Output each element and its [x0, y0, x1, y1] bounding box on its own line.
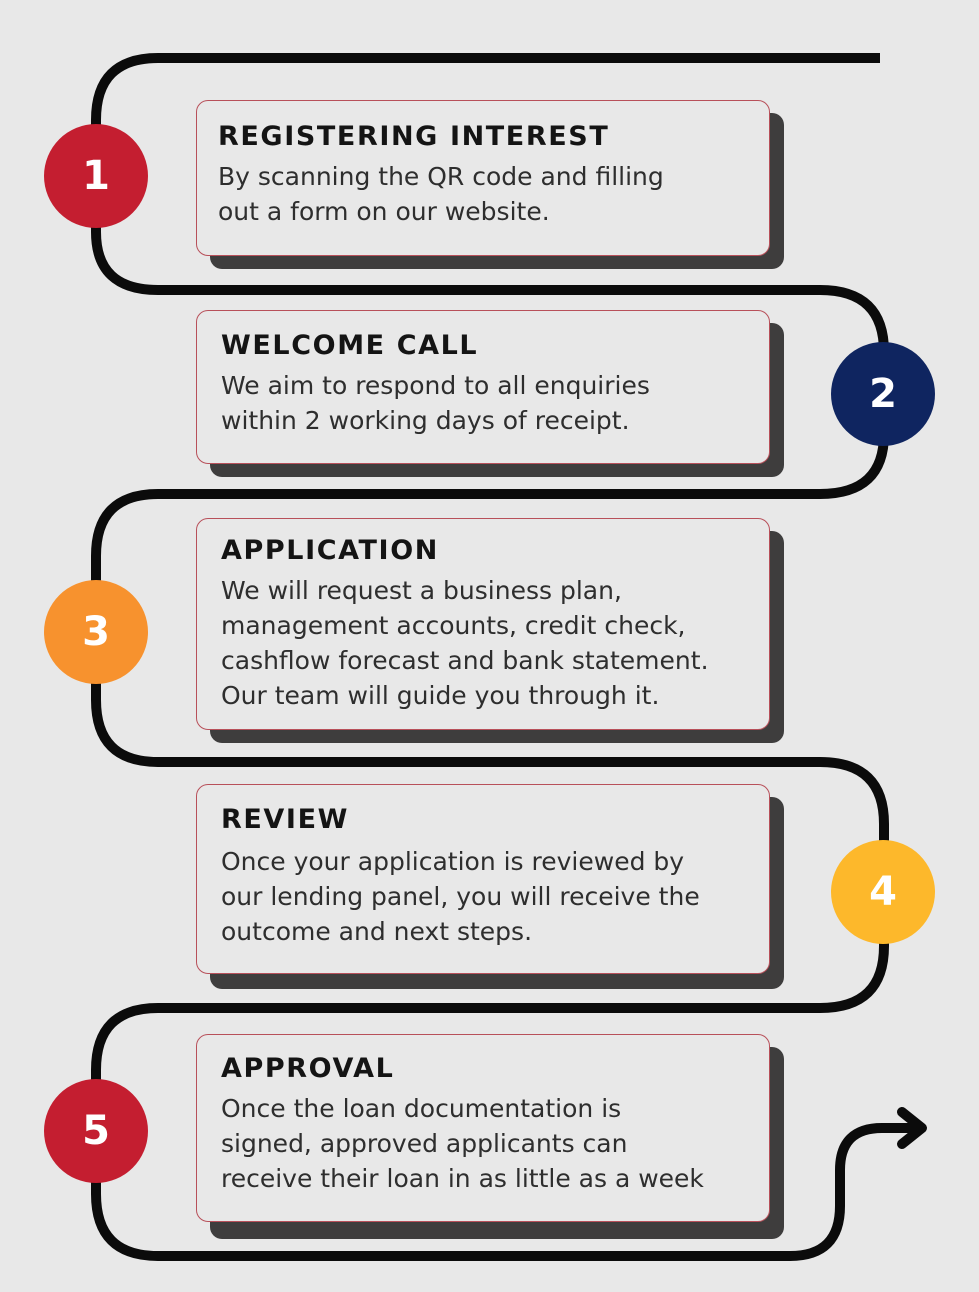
step-5-title: APPROVAL: [221, 1053, 395, 1084]
step-3-line-4: Our team will guide you through it.: [221, 681, 660, 710]
step-3-title: APPLICATION: [221, 535, 439, 566]
step-2-card: WELCOME CALL We aim to respond to all en…: [196, 310, 770, 464]
step-4-title: REVIEW: [221, 804, 350, 835]
step-3-line-3: cashflow forecast and bank statement.: [221, 646, 709, 675]
step-1-description: By scanning the QR code and filling out …: [218, 159, 664, 229]
step-5-line-2: signed, approved applicants can: [221, 1129, 628, 1158]
step-4-line-1: Once your application is reviewed by: [221, 847, 685, 876]
step-3-line-2: management accounts, credit check,: [221, 611, 686, 640]
step-1-title: REGISTERING INTEREST: [218, 121, 610, 152]
step-5-line-3: receive their loan in as little as a wee…: [221, 1164, 704, 1193]
step-2-description: We aim to respond to all enquiries withi…: [221, 368, 650, 438]
step-5-description: Once the loan documentation is signed, a…: [221, 1091, 704, 1196]
step-1-number-badge: 1: [44, 124, 148, 228]
step-3-number-badge: 3: [44, 580, 148, 684]
step-1-line-2: out a form on our website.: [218, 197, 550, 226]
step-2-line-2: within 2 working days of receipt.: [221, 406, 630, 435]
step-3-description: We will request a business plan, managem…: [221, 573, 709, 713]
step-2-line-1: We aim to respond to all enquiries: [221, 371, 650, 400]
step-1-line-1: By scanning the QR code and filling: [218, 162, 664, 191]
step-1-card: REGISTERING INTEREST By scanning the QR …: [196, 100, 770, 256]
winding-path-line: [91, 53, 920, 1261]
step-5-number-badge: 5: [44, 1079, 148, 1183]
step-2-number-badge: 2: [831, 342, 935, 446]
step-4-description: Once your application is reviewed by our…: [221, 844, 700, 949]
step-5-line-1: Once the loan documentation is: [221, 1094, 622, 1123]
step-3-line-1: We will request a business plan,: [221, 576, 622, 605]
step-4-card: REVIEW Once your application is reviewed…: [196, 784, 770, 974]
step-5-card: APPROVAL Once the loan documentation is …: [196, 1034, 770, 1222]
step-2-title: WELCOME CALL: [221, 330, 479, 361]
step-4-line-3: outcome and next steps.: [221, 917, 533, 946]
arrow-head-icon: [897, 1107, 927, 1149]
step-3-card: APPLICATION We will request a business p…: [196, 518, 770, 730]
step-4-number-badge: 4: [831, 840, 935, 944]
step-4-line-2: our lending panel, you will receive the: [221, 882, 700, 911]
